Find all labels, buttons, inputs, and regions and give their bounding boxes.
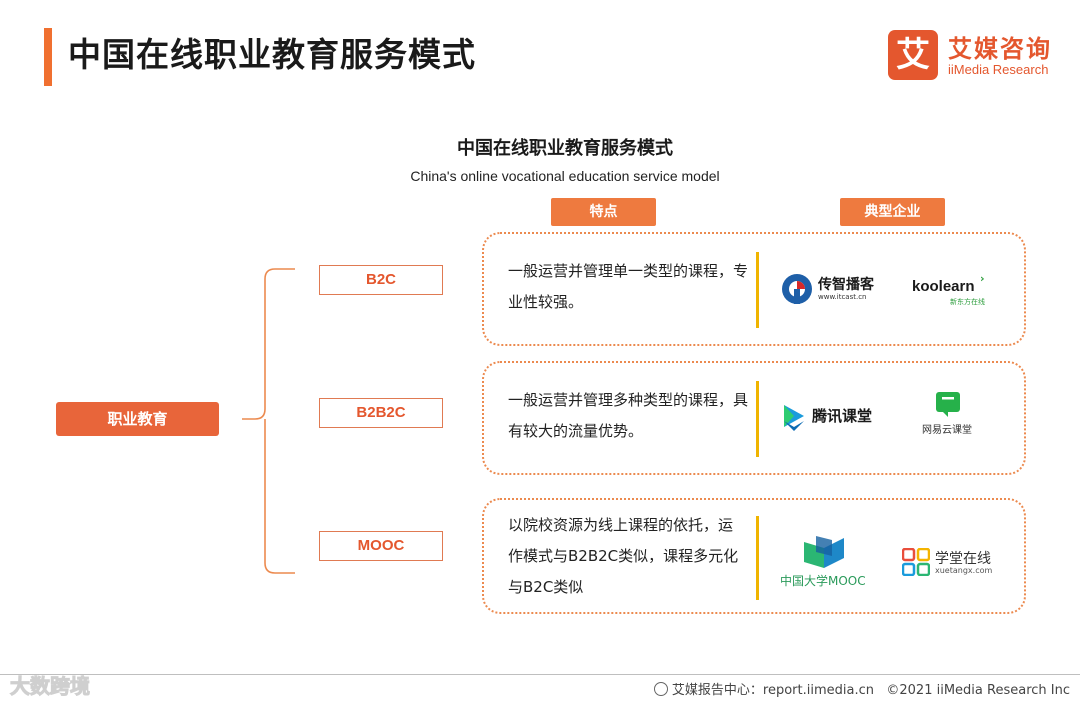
footer-copyright: ©2021 iiMedia Research Inc — [886, 683, 1070, 698]
feature-text-mooc: 以院校资源为线上课程的依托，运作模式与B2B2C类似，课程多元化与B2C类似 — [508, 516, 739, 596]
xuetangx-logo-icon: 学堂在线 xuetangx.com — [902, 548, 1002, 582]
column-header-enterprises: 典型企业 — [840, 198, 945, 226]
itcast-url: www.itcast.cn — [818, 293, 867, 301]
xuetangx-url: xuetangx.com — [935, 566, 993, 575]
xuetangx-name: 学堂在线 — [935, 551, 991, 567]
page-title: 中国在线职业教育服务模式 — [68, 35, 476, 74]
netease-cloud-classroom-name: 网易云课堂 — [922, 425, 972, 436]
footer-source: 艾媒报告中心：report.iimedia.cn — [671, 683, 874, 698]
panel-divider — [756, 381, 759, 457]
panel-divider — [756, 252, 759, 328]
koolearn-logo-icon: koolearn › 新东方在线 — [912, 272, 992, 312]
panel-divider — [756, 516, 759, 600]
feature-text-b2b2c: 一般运营并管理多种类型的课程，具有较大的流量优势。 — [508, 391, 749, 440]
tencent-classroom-name: 腾讯课堂 — [812, 407, 873, 425]
model-b2c: B2C — [319, 265, 443, 295]
panel-b2c: 一般运营并管理单一类型的课程，专业性较强。 传智播客 www.itcast.cn… — [482, 232, 1026, 346]
footer-divider — [0, 674, 1080, 675]
brand-logo: 艾 艾媒咨询 iiMedia Research — [888, 30, 1063, 82]
footer: 艾媒报告中心：report.iimedia.cn ©2021 iiMedia R… — [653, 679, 1070, 698]
itcast-name: 传智播客 — [818, 277, 874, 293]
koolearn-name: koolearn — [912, 278, 975, 295]
globe-icon — [653, 682, 668, 696]
watermark: 大数跨境 — [10, 674, 91, 699]
icourse-mooc-name: 中国大学MOOC — [780, 574, 866, 588]
title-accent-bar — [44, 28, 52, 86]
column-header-features: 特点 — [551, 198, 656, 226]
koolearn-sub: 新东方在线 — [950, 298, 985, 306]
diagram-subtitle: China's online vocational education serv… — [410, 168, 720, 184]
koolearn-arrow-icon: › — [980, 272, 985, 285]
brand-name-en: iiMedia Research — [948, 62, 1049, 77]
tencent-classroom-logo-icon: 腾讯课堂 — [780, 401, 890, 437]
model-mooc: MOOC — [319, 531, 443, 561]
panel-b2b2c: 一般运营并管理多种类型的课程，具有较大的流量优势。 腾讯课堂 网易云课堂 — [482, 361, 1026, 475]
feature-text-b2c: 一般运营并管理单一类型的课程，专业性较强。 — [508, 262, 749, 311]
netease-cloud-classroom-logo-icon: 网易云课堂 — [922, 391, 982, 441]
itcast-logo-icon: 传智播客 www.itcast.cn — [780, 272, 890, 312]
brand-mark-icon: 艾 — [888, 30, 938, 80]
model-b2b2c: B2B2C — [319, 398, 443, 428]
panel-mooc: 以院校资源为线上课程的依托，运作模式与B2B2C类似，课程多元化与B2C类似 中… — [482, 498, 1026, 614]
root-node-vocational-education: 职业教育 — [56, 402, 219, 436]
icourse-mooc-logo-icon: 中国大学MOOC — [780, 534, 880, 590]
brand-name-cn: 艾媒咨询 — [948, 35, 1052, 63]
diagram-title: 中国在线职业教育服务模式 — [457, 138, 673, 159]
